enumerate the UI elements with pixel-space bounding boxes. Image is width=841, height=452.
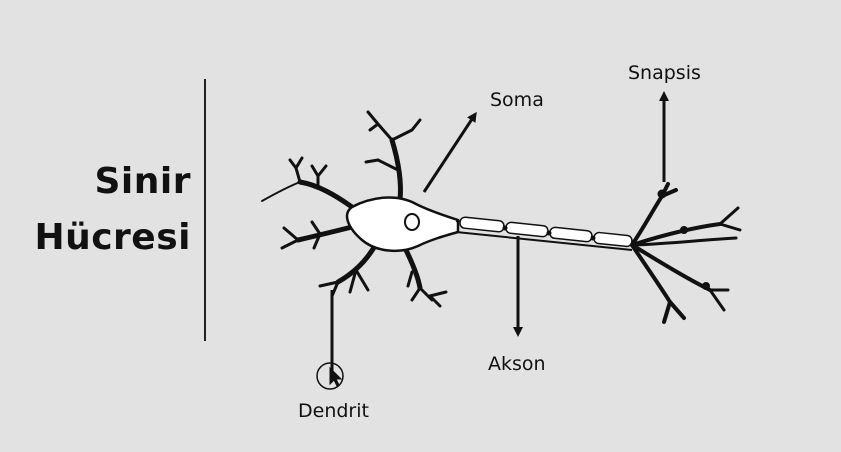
soma-body: [345, 196, 460, 253]
pointer-arrows: [330, 91, 669, 372]
dendrite-upper-left: [297, 179, 355, 210]
axon: [455, 216, 633, 251]
dendrite-lower-left: [335, 241, 379, 285]
label-snapsis: Snapsis: [628, 62, 701, 84]
myelin-segment-1: [459, 216, 505, 233]
soma-arrow: [422, 111, 477, 193]
myelin-segment-2: [505, 221, 549, 238]
vertical-divider: [204, 79, 206, 341]
title-line-1: Sinir: [94, 161, 191, 202]
title-line-2: Hücresi: [34, 217, 191, 258]
dendrite-lower: [401, 243, 423, 291]
axon-terminals: [630, 182, 742, 324]
label-akson: Akson: [488, 353, 546, 375]
myelin-segment-4: [593, 231, 633, 248]
label-dendrit: Dendrit: [298, 400, 369, 422]
myelin-segment-3: [549, 226, 593, 243]
mouse-pointer-icon: [316, 362, 344, 390]
label-soma: Soma: [490, 89, 544, 111]
nucleus: [404, 213, 420, 231]
